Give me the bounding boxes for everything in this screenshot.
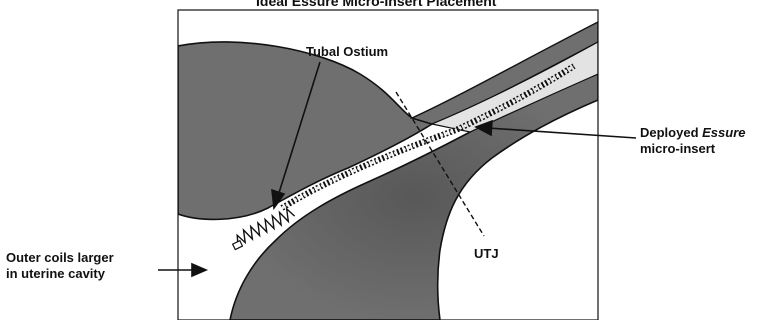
utj-label: UTJ	[474, 246, 499, 261]
deployed-insert-label-line2: micro-insert	[640, 141, 716, 156]
deployed-insert-label: Deployed Essure	[640, 125, 746, 140]
outer-coils-label-line2: in uterine cavity	[6, 266, 106, 281]
tubal-ostium-label: Tubal Ostium	[306, 44, 388, 59]
diagram-title: Ideal Essure Micro-Insert Placement	[256, 0, 497, 9]
outer-coils-label: Outer coils larger	[6, 250, 114, 265]
